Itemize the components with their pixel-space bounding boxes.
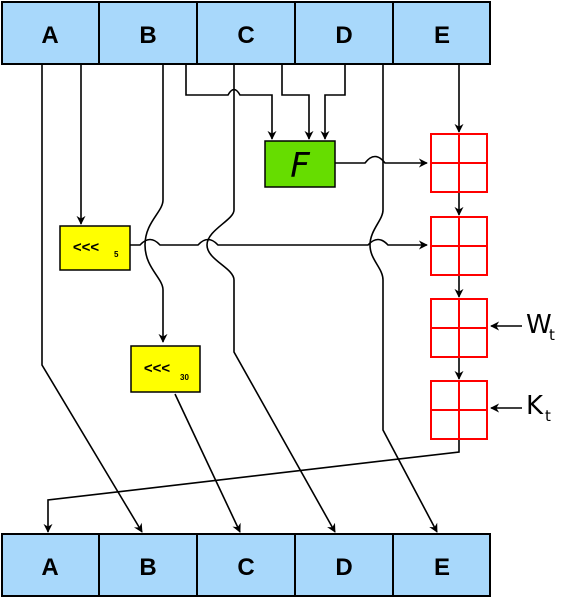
wire-b-to-rotate30 <box>144 64 168 343</box>
top-register-c-label: C <box>237 22 254 49</box>
function-f-label: F <box>290 146 310 186</box>
rotate-left-30-block: <<< 30 <box>130 345 201 393</box>
top-register-b-label: B <box>139 22 156 49</box>
input-k: K t <box>526 391 551 425</box>
rotate-left-5-block: <<< 5 <box>59 225 131 271</box>
top-register-d: D <box>294 1 394 65</box>
top-register-row: A B C D E <box>1 1 491 65</box>
top-register-b: B <box>98 1 198 65</box>
wire-d-to-f <box>320 64 346 140</box>
bottom-register-d-label: D <box>335 554 352 581</box>
top-register-d-label: D <box>335 22 352 49</box>
bottom-register-a-label: A <box>41 554 58 581</box>
bottom-register-a: A <box>1 533 100 597</box>
top-register-a-label: A <box>41 22 58 49</box>
adder-3 <box>430 298 488 358</box>
top-register-e-label: E <box>434 22 450 49</box>
wire-adder-to-a <box>43 439 460 533</box>
bottom-register-e-label: E <box>434 554 450 581</box>
rotate-left-30-amount: 30 <box>180 373 189 382</box>
bottom-register-b: B <box>98 533 198 597</box>
adder-1 <box>430 133 488 193</box>
bottom-register-d: D <box>294 533 394 597</box>
wire-rotate5-to-adder <box>130 238 428 250</box>
rotate-left-30-label: <<< <box>144 360 171 377</box>
top-register-e: E <box>392 1 491 65</box>
bottom-register-c: C <box>196 533 296 597</box>
wire-f-to-adder <box>335 155 428 168</box>
wire-a-to-b <box>41 64 143 533</box>
wire-d-to-e <box>369 64 438 533</box>
bottom-register-e: E <box>392 533 491 597</box>
function-f-block: F <box>264 140 336 188</box>
rotate-left-5-label: <<< <box>73 239 100 256</box>
bottom-register-row: A B C D E <box>1 533 491 597</box>
adder-2 <box>430 216 488 276</box>
top-register-a: A <box>1 1 100 65</box>
wire-c-to-f-tap <box>281 64 314 140</box>
wire-b-to-f <box>185 64 277 140</box>
input-k-subscript: t <box>545 407 551 425</box>
wire-rotate30-to-c <box>174 393 241 533</box>
adder-4 <box>430 380 488 440</box>
top-register-c: C <box>196 1 296 65</box>
input-w-label: W <box>526 310 552 340</box>
rotate-left-5-amount: 5 <box>114 250 119 259</box>
bottom-register-c-label: C <box>237 554 254 581</box>
wires <box>41 64 522 533</box>
svg-text:<<<: <<< <box>144 360 171 377</box>
input-w: W t <box>526 310 555 344</box>
svg-text:<<<: <<< <box>73 239 100 256</box>
wire-c-to-d <box>206 64 336 533</box>
bottom-register-b-label: B <box>139 554 156 581</box>
input-w-subscript: t <box>549 326 555 344</box>
input-k-label: K <box>526 391 544 421</box>
